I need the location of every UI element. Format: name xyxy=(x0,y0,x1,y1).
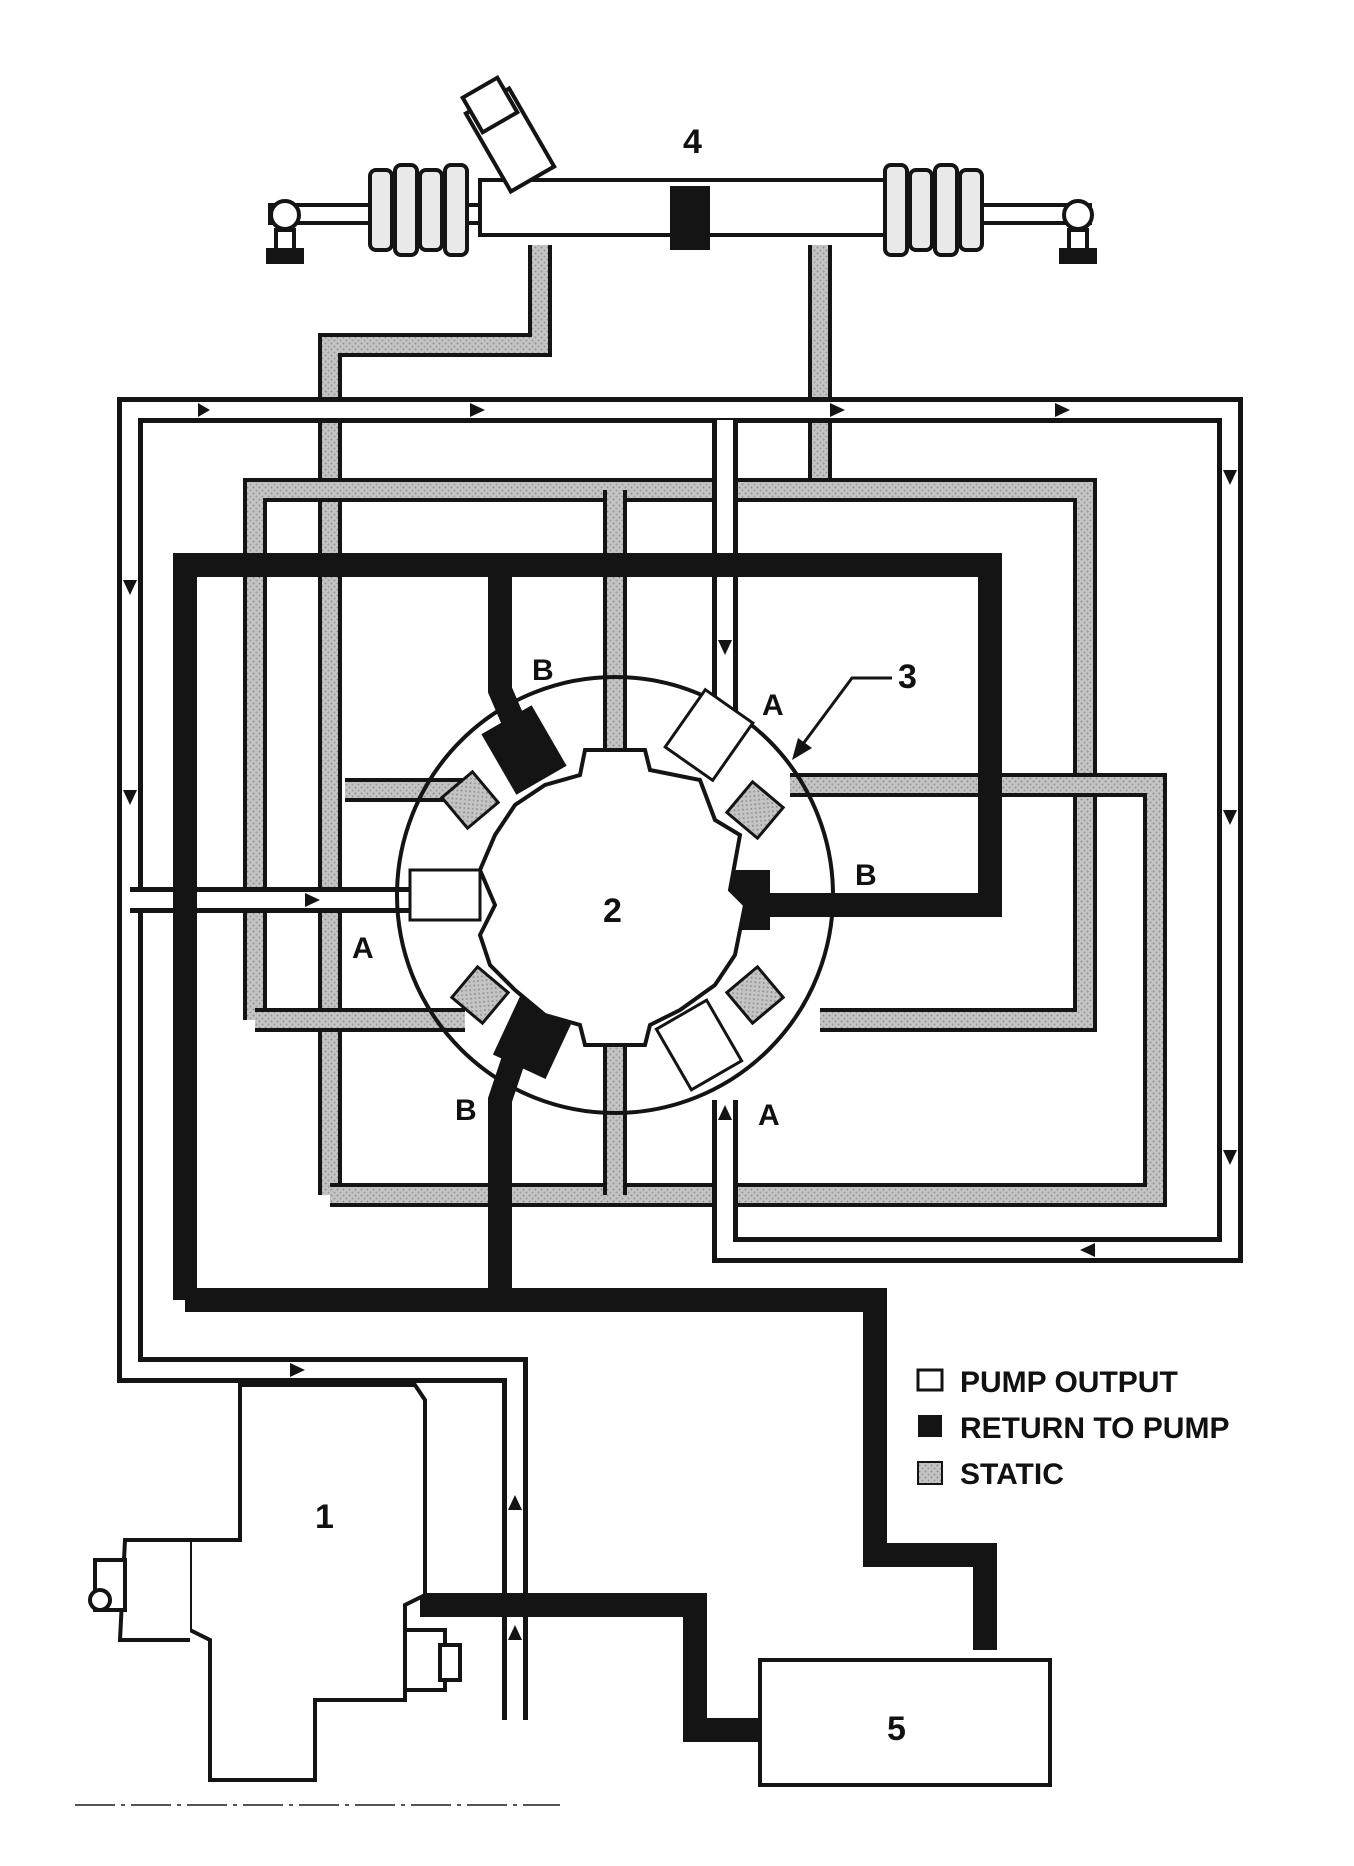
legend-label-static: STATIC xyxy=(960,1458,1064,1491)
label-valve-housing: 3 xyxy=(898,658,917,696)
legend-swatch-static xyxy=(917,1461,943,1485)
pump xyxy=(88,1383,462,1782)
static-lines xyxy=(243,245,1167,1207)
label-steering-rack: 4 xyxy=(683,123,702,161)
label-pump: 1 xyxy=(315,1498,334,1536)
label-reservoir: 5 xyxy=(887,1710,906,1748)
legend-item-pump-output: PUMP OUTPUT xyxy=(916,1366,1178,1399)
port-a-lower-right: A xyxy=(758,1099,780,1132)
rotary-valve-rotor xyxy=(477,748,748,1047)
legend-swatch-return xyxy=(918,1415,942,1437)
legend-label-pump-output: PUMP OUTPUT xyxy=(960,1366,1178,1399)
legend: PUMP OUTPUT RETURN TO PUMP STATIC xyxy=(916,1366,1229,1491)
port-b-right: B xyxy=(855,859,877,892)
return-lines xyxy=(173,553,1002,1742)
port-a-left: A xyxy=(352,932,374,965)
leader-arrow-valve-housing xyxy=(792,738,812,760)
legend-swatch-pump-output xyxy=(916,1368,944,1392)
port-b-upper-left: B xyxy=(532,654,554,687)
legend-label-return: RETURN TO PUMP xyxy=(960,1412,1229,1445)
port-b-lower-left: B xyxy=(455,1094,477,1127)
legend-item-static: STATIC xyxy=(917,1458,1064,1491)
port-a-upper-right: A xyxy=(762,689,784,722)
steering-rack xyxy=(266,74,1097,264)
label-rotary-valve: 2 xyxy=(603,892,622,930)
reservoir xyxy=(758,1658,1052,1787)
legend-item-return: RETURN TO PUMP xyxy=(918,1412,1229,1445)
leader-line-valve-housing xyxy=(798,676,892,749)
